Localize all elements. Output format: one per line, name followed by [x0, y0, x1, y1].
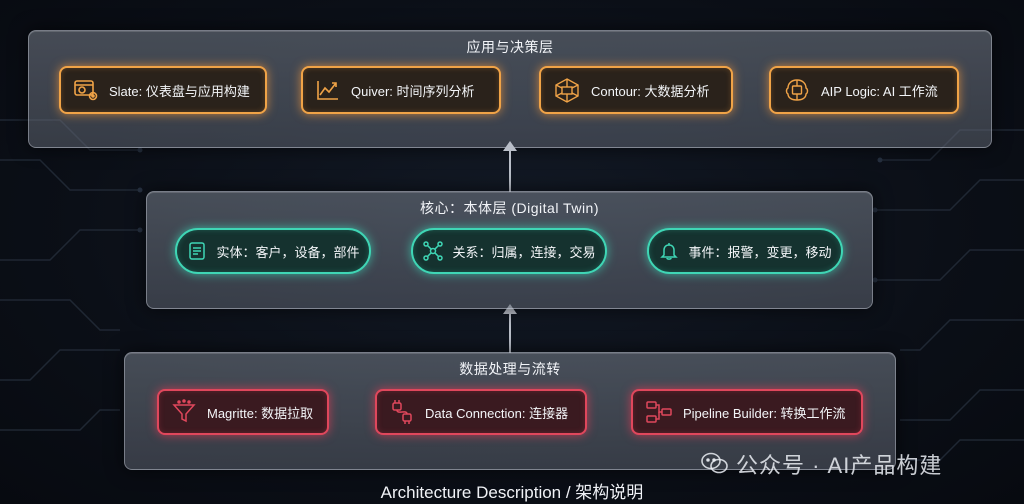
card-label: Contour: 大数据分析 [591, 83, 710, 99]
line-chart-icon [315, 78, 341, 102]
data-processing-layer: 数据处理与流转 Magritte: 数据拉取 Data Connection: … [124, 352, 896, 470]
card-label: 事件：报警，变更，移动 [688, 244, 832, 260]
layer-title: 数据处理与流转 [459, 361, 561, 377]
caption: Architecture Description / 架构说明 [380, 483, 644, 502]
aip-logic-card: AIP Logic: AI 工作流 [769, 66, 959, 114]
watermark: 公众号 · AI产品构建 [700, 448, 942, 480]
application-decision-layer: 应用与决策层 Slate: 仪表盘与应用构建 Quiver: 时间序列分析 [28, 30, 992, 148]
ontology-core-layer: 核心：本体层 (Digital Twin) 实体：客户，设备，部件 关系：归属，… [146, 191, 873, 309]
plug-icon [389, 399, 415, 425]
card-label: Slate: 仪表盘与应用构建 [109, 83, 250, 99]
card-label: Pipeline Builder: 转换工作流 [683, 405, 846, 421]
card-label: Quiver: 时间序列分析 [351, 83, 475, 99]
wechat-icon [700, 451, 730, 477]
arrow-up-connector [503, 141, 517, 192]
quiver-card: Quiver: 时间序列分析 [301, 66, 501, 114]
relations-card: 关系：归属，连接，交易 [411, 228, 607, 274]
contour-card: Contour: 大数据分析 [539, 66, 733, 114]
pipeline-builder-card: Pipeline Builder: 转换工作流 [631, 389, 863, 435]
card-label: 关系：归属，连接，交易 [452, 244, 596, 260]
dashboard-gear-icon [73, 78, 99, 102]
layer-title: 应用与决策层 [466, 39, 554, 55]
magritte-card: Magritte: 数据拉取 [157, 389, 329, 435]
card-label: AIP Logic: AI 工作流 [821, 83, 938, 99]
funnel-icon [171, 399, 197, 425]
layer-title: 核心：本体层 (Digital Twin) [419, 200, 600, 216]
slate-card: Slate: 仪表盘与应用构建 [59, 66, 267, 114]
graph-nodes-icon [422, 241, 443, 261]
pipeline-icon [645, 399, 673, 425]
card-label: Magritte: 数据拉取 [207, 405, 314, 421]
network-hexagon-icon [553, 77, 581, 103]
events-card: 事件：报警，变更，移动 [647, 228, 843, 274]
entities-card: 实体：客户，设备，部件 [175, 228, 371, 274]
arrow-up-connector [503, 304, 517, 353]
list-document-icon [187, 241, 207, 261]
watermark-text: 公众号 · AI产品构建 [736, 453, 943, 478]
card-label: 实体：客户，设备，部件 [216, 244, 360, 260]
ai-brain-icon [783, 77, 811, 103]
data-connection-card: Data Connection: 连接器 [375, 389, 587, 435]
bell-icon [659, 241, 679, 261]
card-label: Data Connection: 连接器 [425, 405, 569, 421]
